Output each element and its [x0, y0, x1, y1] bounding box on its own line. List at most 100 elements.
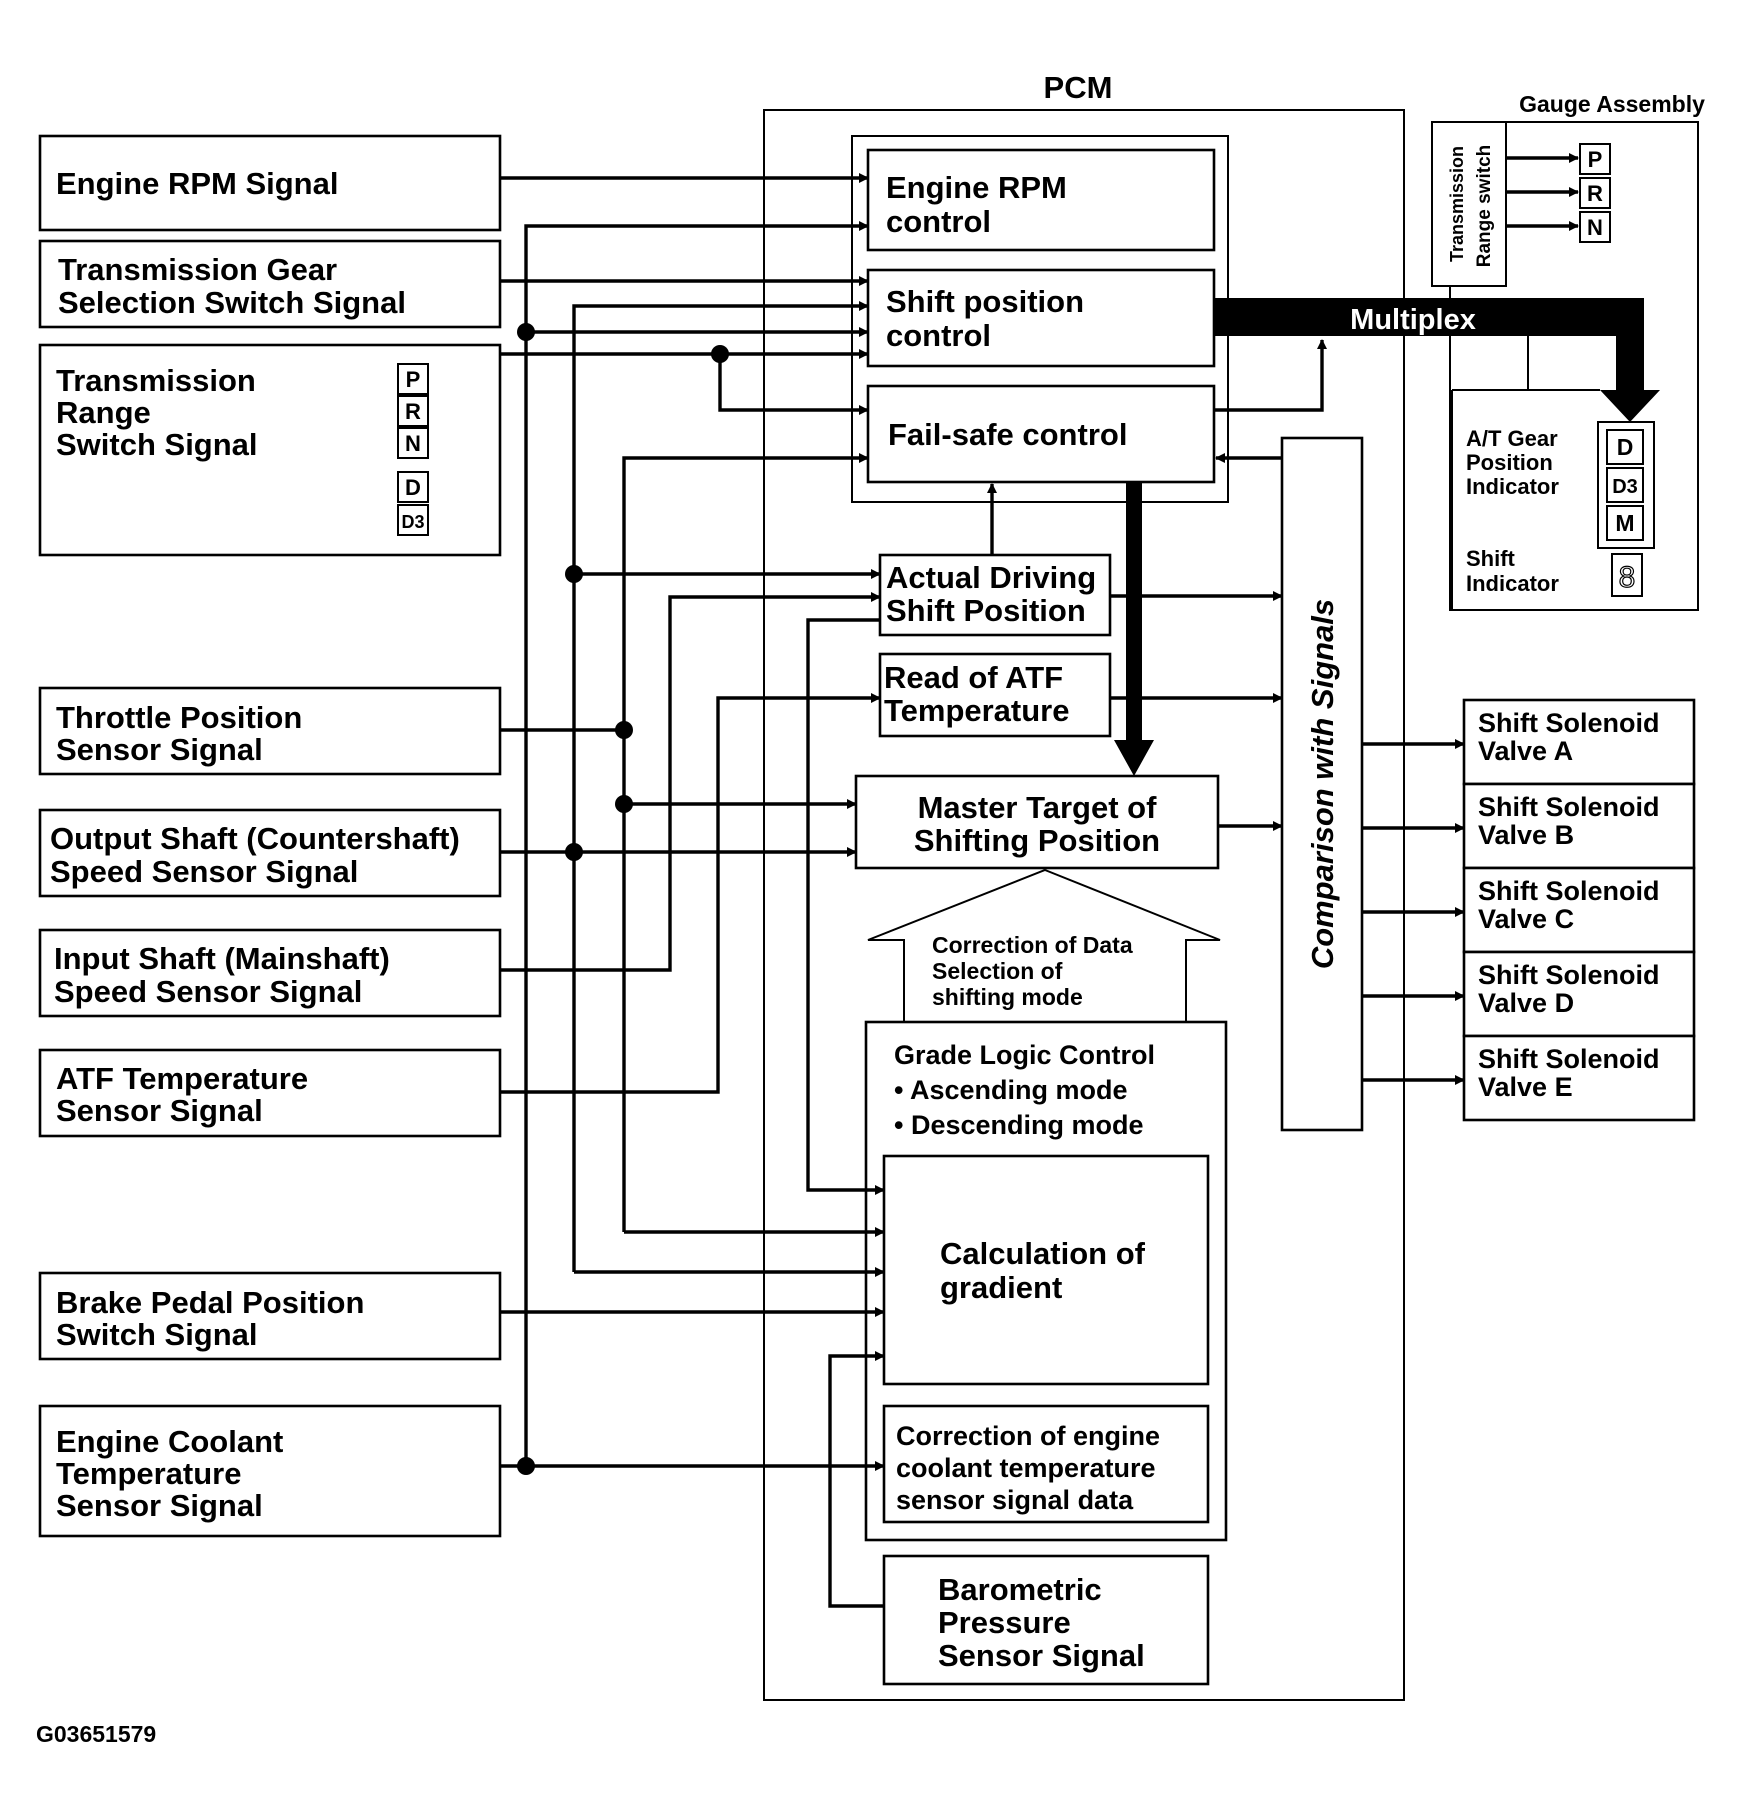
barometric-line-2: Pressure	[938, 1605, 1071, 1640]
input-throttle-line-1: Throttle Position	[56, 700, 302, 735]
engine-rpm-control-line-2: control	[886, 204, 991, 239]
output-solenoid-label: Shift Solenoid	[1478, 792, 1660, 822]
range-letter-box	[397, 395, 429, 427]
input-box-output-shaft	[38, 808, 502, 898]
junction-dot	[565, 843, 583, 861]
input-box-engine-rpm	[38, 134, 502, 232]
block-actual-driving	[878, 553, 1112, 637]
input-coolant-line-2: Temperature	[56, 1456, 242, 1491]
output-solenoid-label: Shift Solenoid	[1478, 876, 1660, 906]
output-solenoid-label: Valve C	[1478, 904, 1574, 934]
block-comparison	[1280, 436, 1364, 1132]
wire-failsafe-to-multiplex	[1214, 339, 1327, 412]
at-gear-letter: D	[1617, 434, 1634, 460]
at-gear-letter-box	[1606, 467, 1644, 503]
prn-letter-box	[1579, 143, 1611, 175]
wire-range-to-failsafe	[718, 354, 869, 415]
range-letter-box	[397, 427, 429, 459]
actual-driving-line-1: Actual Driving	[886, 560, 1096, 595]
wire-atf-temp	[500, 693, 881, 1094]
input-brake-line-1: Brake Pedal Position	[56, 1285, 364, 1320]
coolant-correction-line-3: sensor signal data	[896, 1485, 1134, 1515]
gradient-line-2: gradient	[940, 1270, 1062, 1305]
shift-indicator-digit: 8	[1619, 561, 1636, 594]
input-box-brake	[38, 1271, 502, 1361]
block-read-atf	[878, 652, 1112, 738]
prn-letter: N	[1587, 215, 1603, 240]
input-gear-selection-line-2: Selection Switch Signal	[58, 285, 406, 320]
junction-dot	[517, 323, 535, 341]
output-box-solenoid	[1462, 866, 1696, 954]
junction-dot	[615, 721, 633, 739]
output-solenoid-label: Shift Solenoid	[1478, 960, 1660, 990]
wire-actual-to-gradient	[806, 618, 885, 1195]
input-atf-temp-line-2: Sensor Signal	[56, 1093, 263, 1128]
input-box-coolant	[38, 1404, 502, 1538]
gradient-line-1: Calculation of	[940, 1236, 1146, 1271]
output-box-solenoid	[1462, 782, 1696, 870]
at-gear-indicator-label-1: A/T Gear	[1466, 426, 1558, 451]
input-coolant-line-3: Sensor Signal	[56, 1488, 263, 1523]
shift-indicator-digit-box	[1611, 553, 1643, 597]
prn-letter-box	[1579, 211, 1611, 243]
failsafe-to-master-thick-arrow	[1114, 482, 1154, 776]
fail-safe-control-line-1: Fail-safe control	[888, 417, 1127, 452]
range-letter: N	[405, 431, 421, 456]
read-atf-line-2: Temperature	[884, 693, 1070, 728]
range-letter: P	[406, 367, 421, 392]
range-letter-box	[397, 363, 429, 395]
wire-coolant-bus	[524, 221, 869, 1466]
correction-arrow-line-3: shifting mode	[932, 984, 1083, 1010]
transmission-range-switch	[1431, 121, 1507, 287]
junction-dot	[517, 1457, 535, 1475]
grade-logic-line-1: Grade Logic Control	[894, 1040, 1155, 1070]
input-range-switch-line-2: Range	[56, 395, 151, 430]
input-throttle-line-2: Sensor Signal	[56, 732, 263, 767]
coolant-correction-line-2: coolant temperature	[896, 1453, 1156, 1483]
at-gear-indicator-label-2: Position	[1466, 450, 1553, 475]
input-range-switch-line-3: Switch Signal	[56, 427, 258, 462]
junction-dot	[711, 345, 729, 363]
input-box-input-shaft	[38, 928, 502, 1018]
prn-letter: R	[1587, 181, 1603, 206]
shift-indicator-label-2: Indicator	[1466, 571, 1559, 596]
grade-logic-line-2: • Ascending mode	[894, 1075, 1127, 1105]
range-letter: D	[405, 475, 421, 500]
grade-logic-line-3: • Descending mode	[894, 1110, 1144, 1140]
wire-throttle-bus	[622, 453, 869, 1232]
prn-letter-box	[1579, 177, 1611, 209]
input-box-throttle	[38, 686, 502, 776]
at-gear-indicator-label-3: Indicator	[1466, 474, 1559, 499]
input-output-shaft-line-2: Speed Sensor Signal	[50, 854, 358, 889]
junction-dot	[565, 565, 583, 583]
output-solenoid-label: Shift Solenoid	[1478, 1044, 1660, 1074]
at-gear-letter: D3	[1612, 476, 1638, 498]
shift-position-control-line-2: control	[886, 318, 991, 353]
input-gear-selection-line-1: Transmission Gear	[58, 252, 337, 287]
engine-rpm-control-line-1: Engine RPM	[886, 170, 1067, 205]
correction-arrow-line-1: Correction of Data	[932, 932, 1133, 958]
barometric-line-1: Barometric	[938, 1572, 1102, 1607]
range-letter: D3	[401, 512, 424, 532]
wire-barometric	[828, 1351, 885, 1608]
junction-dot	[615, 795, 633, 813]
range-letter-box	[397, 504, 429, 536]
block-engine-rpm-control	[866, 148, 1216, 252]
output-solenoid-label: Valve A	[1478, 736, 1573, 766]
comparison-label: Comparison with Signals	[1305, 599, 1340, 969]
output-solenoid-label: Valve D	[1478, 988, 1574, 1018]
input-coolant-line-1: Engine Coolant	[56, 1424, 283, 1459]
range-letter: R	[405, 399, 421, 424]
output-solenoid-label: Shift Solenoid	[1478, 708, 1660, 738]
input-brake-line-2: Switch Signal	[56, 1317, 258, 1352]
output-solenoid-label: Valve B	[1478, 820, 1574, 850]
at-gear-letter: M	[1615, 510, 1634, 536]
block-coolant-correction	[882, 1404, 1210, 1524]
pcm-label: PCM	[1044, 70, 1113, 105]
gauge-assembly-label: Gauge Assembly	[1519, 91, 1705, 117]
transmission-range-switch-label-2: Range switch	[1474, 145, 1495, 267]
prn-letter: P	[1588, 147, 1603, 172]
input-box-gear-selection	[38, 239, 502, 329]
block-master-target	[854, 774, 1220, 870]
